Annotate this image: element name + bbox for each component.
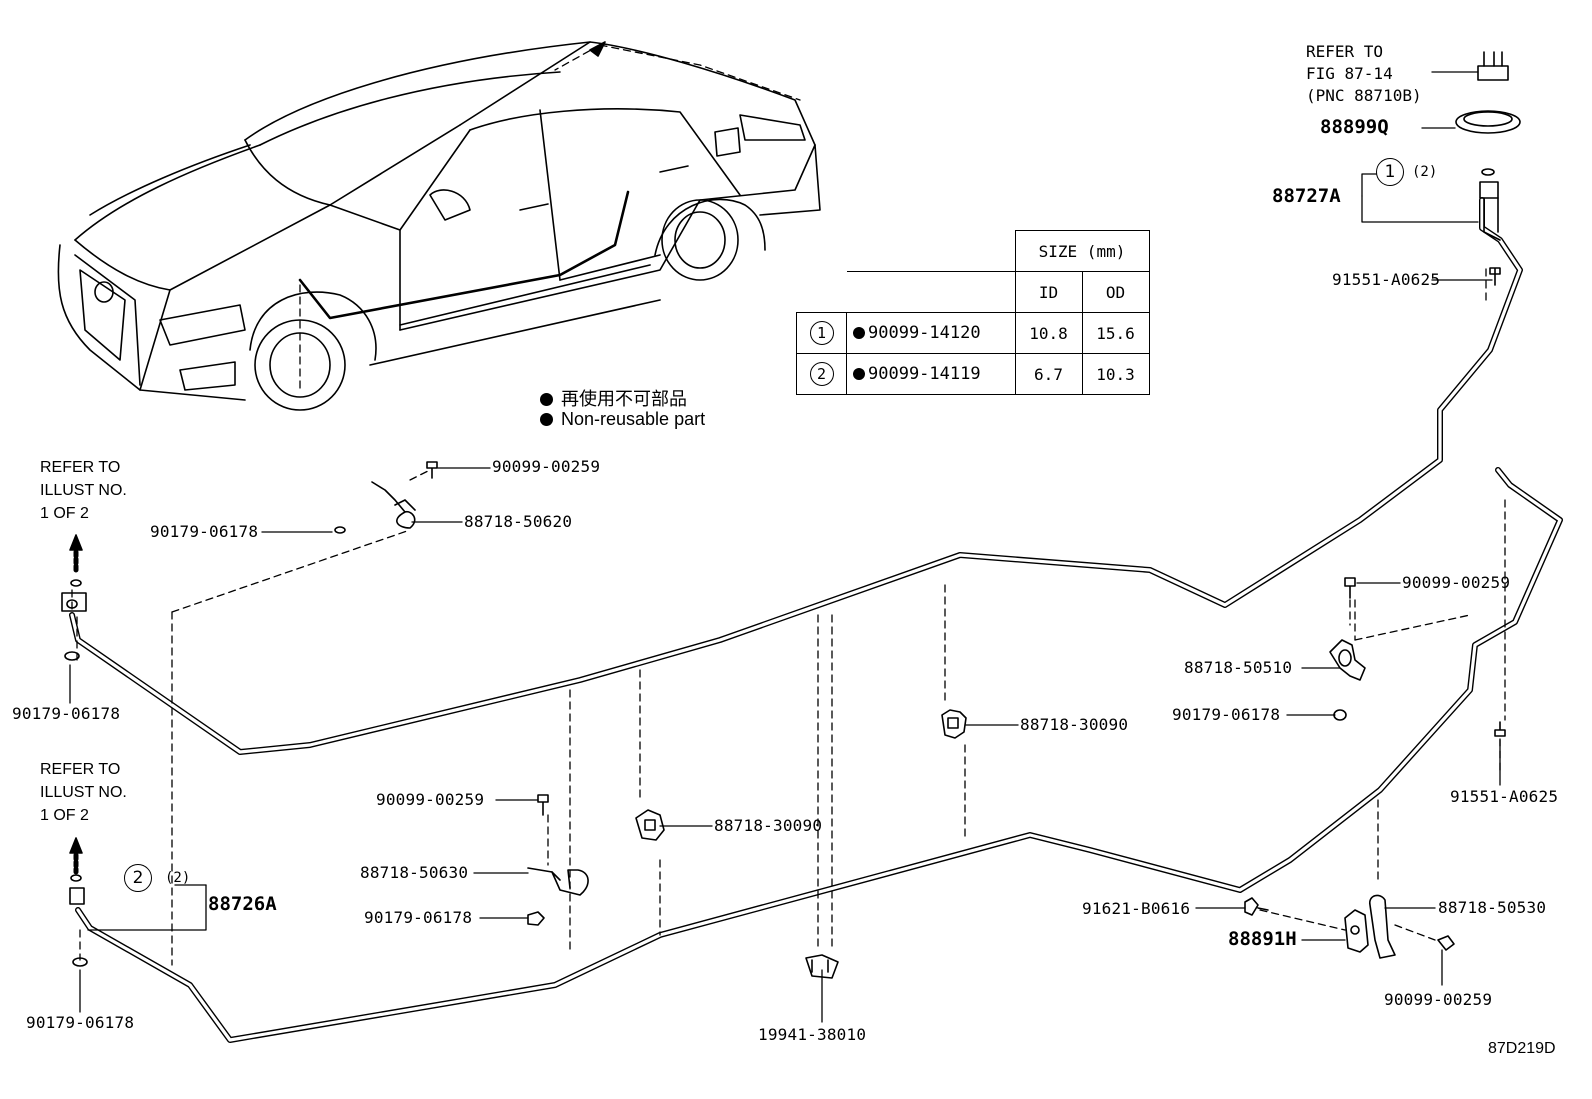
- part-label-90179-06178-left: 90179-06178: [12, 704, 121, 723]
- bracket-88891h: [1344, 894, 1396, 959]
- car-illustration: [57, 41, 821, 411]
- bolt-bottom-right: [1437, 935, 1455, 951]
- clamp-19941-38010: [805, 954, 839, 979]
- callout-qty-2: (2): [165, 870, 191, 886]
- part-label-90099-00259-bottom: 90099-00259: [1384, 990, 1493, 1009]
- upper-hose: [69, 197, 1523, 755]
- part-label-90099-00259-top: 90099-00259: [492, 457, 601, 476]
- non-reusable-dot-icon: [540, 413, 553, 426]
- part-label-91621-b0616: 91621-B0616: [1082, 899, 1191, 918]
- part-label-88718-50620: 88718-50620: [464, 512, 573, 531]
- ref-circle: 2: [809, 362, 834, 386]
- nut-right: [1333, 709, 1347, 721]
- part-label-88718-50630: 88718-50630: [360, 863, 469, 882]
- non-reusable-dot-icon: [853, 368, 865, 380]
- part-label-19941-38010: 19941-38010: [758, 1025, 867, 1044]
- part-number: 90099-14119: [868, 364, 981, 384]
- non-reusable-dot-icon: [540, 393, 553, 406]
- up-arrow-icons: [69, 534, 83, 875]
- bolt-mid: [537, 794, 549, 816]
- car-dash-lines: [299, 44, 801, 391]
- nozzle-connector-top: [1477, 51, 1509, 81]
- leader-lines: [69, 71, 1501, 1023]
- part-label-88727a: 88727A: [1272, 185, 1341, 207]
- part-label-90099-00259-right: 90099-00259: [1402, 573, 1511, 592]
- callout-qty-1: (2): [1412, 164, 1438, 180]
- legend-jp: 再使用不可部品: [540, 385, 687, 411]
- part-label-88718-50530: 88718-50530: [1438, 898, 1547, 917]
- joint-left-lower: [69, 874, 88, 967]
- joint-88727a: [1479, 168, 1501, 241]
- col-id-header: ID: [1014, 271, 1083, 313]
- part-label-91551-a0625-right: 91551-A0625: [1450, 787, 1559, 806]
- part-label-90179-06178-mid: 90179-06178: [364, 908, 473, 927]
- part-label-88891h: 88891H: [1228, 928, 1297, 950]
- bolt-right: [1344, 577, 1356, 599]
- table-row: 2 90099-14119 6.7 10.3: [796, 353, 1150, 395]
- bolt-91621: [1244, 897, 1269, 916]
- part-label-88899q: 88899Q: [1320, 116, 1389, 138]
- clip-88718-50620: [334, 461, 438, 534]
- part-label-91551-a0625-top: 91551-A0625: [1332, 270, 1441, 289]
- part-label-88726a: 88726A: [208, 893, 277, 915]
- clip-88718-30090-mid: [635, 809, 665, 841]
- callout-ref-2: 2: [124, 864, 152, 892]
- figure-id: 87D219D: [1488, 1040, 1556, 1057]
- legend-en: Non-reusable part: [540, 409, 705, 430]
- col-od-header: OD: [1081, 271, 1150, 313]
- lower-hose: [75, 467, 1563, 1043]
- part-label-88718-30090-mid: 88718-30090: [714, 816, 823, 835]
- dashed-leaders: [71, 264, 1506, 966]
- table-row: 1 90099-14120 10.8 15.6: [796, 312, 1150, 354]
- part-number: 90099-14120: [868, 323, 981, 343]
- part-label-88718-50510: 88718-50510: [1184, 658, 1293, 677]
- bolt-91551-right: [1494, 721, 1506, 737]
- bolt-top-right: [1489, 267, 1501, 286]
- size-od: 10.3: [1081, 353, 1150, 395]
- part-label-90099-00259-mid: 90099-00259: [376, 790, 485, 809]
- part-label-90179-06178-right: 90179-06178: [1172, 705, 1281, 724]
- ref-circle: 1: [809, 321, 834, 345]
- ring-88899q: [1455, 110, 1521, 134]
- non-reusable-dot-icon: [853, 327, 865, 339]
- part-label-90179-06178-bottom: 90179-06178: [26, 1013, 135, 1032]
- size-table: SIZE (mm) ID OD 1 90099-14120 10.8 15.6 …: [796, 230, 1150, 395]
- callout-ref-1: 1: [1376, 158, 1404, 186]
- size-header: SIZE (mm): [1014, 230, 1150, 272]
- part-label-88718-30090-right: 88718-30090: [1020, 715, 1129, 734]
- joint-left-upper: [61, 579, 87, 661]
- bracket-88718-50510: [1329, 639, 1366, 681]
- size-od: 15.6: [1081, 312, 1150, 354]
- size-id: 6.7: [1014, 353, 1083, 395]
- nut-mid: [527, 911, 545, 926]
- arrow-icon: [589, 41, 606, 57]
- part-label-90179-06178-top: 90179-06178: [150, 522, 259, 541]
- clip-88718-30090-right: [941, 709, 967, 739]
- bracket-88718-50630: [527, 867, 589, 896]
- size-id: 10.8: [1014, 312, 1083, 354]
